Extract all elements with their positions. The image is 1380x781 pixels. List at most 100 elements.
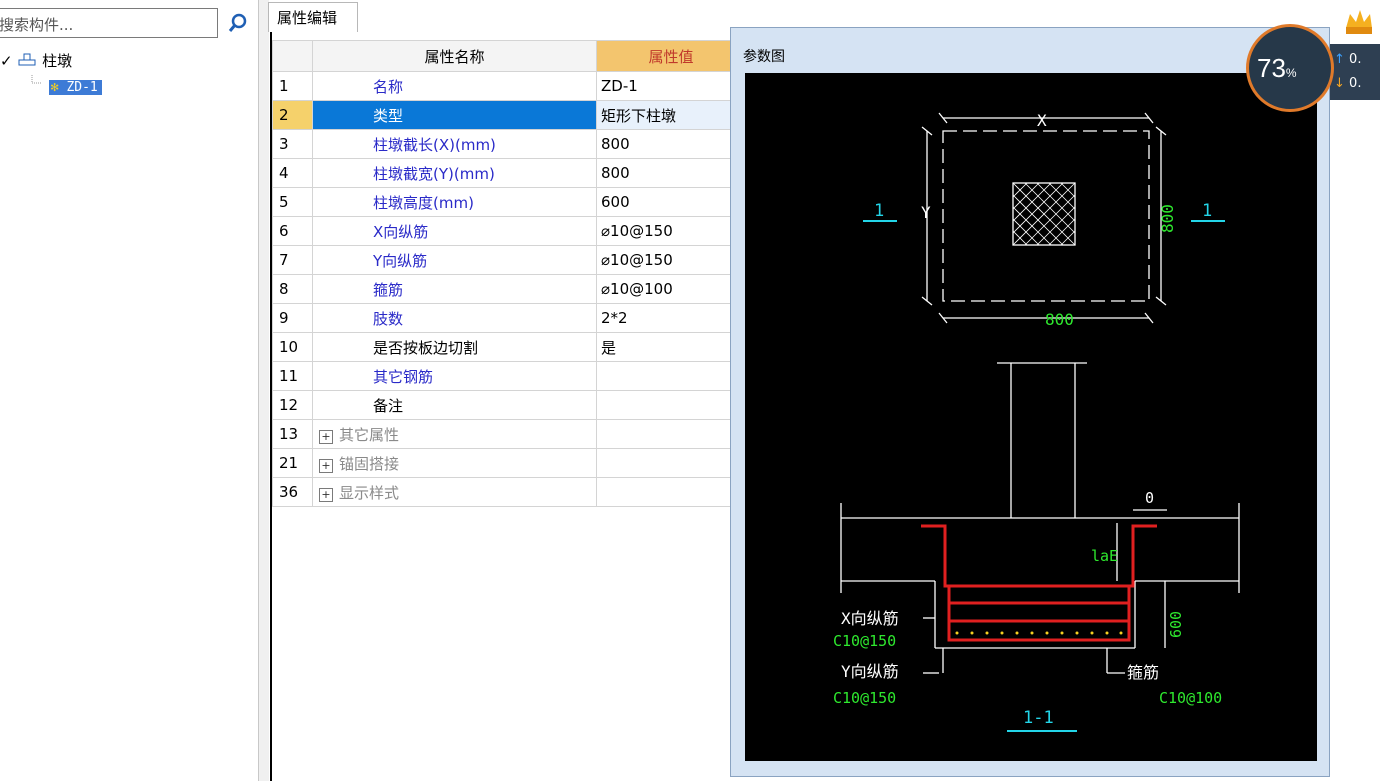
panel-divider[interactable] — [259, 0, 269, 781]
y-dim-label: Y — [921, 203, 931, 222]
expand-icon[interactable]: + — [319, 429, 333, 444]
table-row-group[interactable]: 21 + 锚固搭接 — [272, 448, 742, 478]
property-name: 柱墩截长(X)(mm) — [312, 129, 597, 159]
tree-item-root[interactable]: ✓ 柱墩 — [0, 50, 72, 71]
property-value[interactable] — [596, 361, 742, 391]
table-row-group[interactable]: 13+其它属性 — [272, 419, 742, 449]
section-mark-right: 1 — [1202, 201, 1212, 221]
section-title: 1-1 — [1023, 708, 1054, 728]
property-value[interactable]: 是 — [596, 332, 742, 362]
property-name: 其它钢筋 — [312, 361, 597, 391]
x-dim-label: X — [1037, 111, 1047, 130]
tree-item-zd1[interactable]: ✻ ZD-1 — [30, 75, 102, 95]
crown-icon — [1346, 10, 1372, 34]
zero-label: 0 — [1145, 489, 1154, 507]
grid-header-row: 属性名称 属性值 — [272, 40, 742, 72]
group-label: 显示样式 — [339, 483, 400, 502]
expand-icon[interactable]: + — [319, 458, 333, 473]
arrow-up-icon: ↑ — [1334, 52, 1345, 67]
row-index: 36 — [272, 477, 313, 507]
property-value — [596, 477, 742, 507]
column-hatch — [1012, 182, 1076, 246]
vip-crown-icon[interactable] — [1342, 6, 1376, 36]
speed-unit: % — [1285, 66, 1297, 80]
group-label: 锚固搭接 — [339, 454, 400, 473]
property-name: 箍筋 — [312, 274, 597, 304]
property-group[interactable]: + 其它属性 — [312, 419, 597, 449]
header-name: 属性名称 — [312, 40, 597, 72]
y-bar-value: C10@150 — [833, 689, 896, 707]
search-button[interactable] — [224, 9, 252, 37]
network-speed-box: ↑ 0. ↓ 0. — [1330, 44, 1380, 100]
x-bar-label: X向纵筋 — [841, 609, 899, 628]
pier-icon — [18, 53, 36, 66]
speed-ball[interactable]: 73% — [1246, 24, 1334, 112]
section-view — [840, 362, 1240, 674]
row-index: 12 — [272, 390, 313, 420]
header-value: 属性值 — [596, 40, 742, 72]
property-value[interactable] — [596, 390, 742, 420]
property-value[interactable]: 800 — [596, 129, 742, 159]
rebar-lines — [921, 524, 1157, 642]
row-index: 5 — [272, 187, 313, 217]
table-row-group[interactable]: 36 + 显示样式 — [272, 477, 742, 507]
property-value[interactable]: 2*2 — [596, 303, 742, 333]
expand-icon[interactable]: + — [319, 487, 333, 502]
stirrup-value: C10@100 — [1159, 689, 1222, 707]
property-name: 是否按板边切割 — [312, 332, 597, 362]
chevron-down-icon[interactable]: ✓ — [0, 52, 13, 70]
property-value[interactable]: ⌀10@150 — [596, 216, 742, 246]
pier-diagram: X Y 800 800 1 1 — [833, 111, 1240, 732]
row-index: 4 — [272, 158, 313, 188]
tab-property-edit[interactable]: 属性编辑 — [268, 2, 358, 32]
plan-outline — [942, 130, 1150, 302]
property-group[interactable]: + 锚固搭接 — [312, 448, 597, 478]
property-value[interactable]: ⌀10@100 — [596, 274, 742, 304]
row-index: 7 — [272, 245, 313, 275]
property-value[interactable]: ⌀10@150 — [596, 245, 742, 275]
upload-value: 0. — [1349, 52, 1362, 67]
height-label: 600 — [1167, 611, 1185, 638]
search-input[interactable]: 搜索构件... — [0, 8, 218, 38]
property-group[interactable]: + 显示样式 — [312, 477, 597, 507]
property-value — [596, 448, 742, 478]
parameter-diagram-dialog[interactable]: 参数图 — [730, 27, 1330, 777]
component-tree-panel: 搜索构件... ✓ 柱墩 ✻ ZD-1 — [0, 0, 259, 781]
download-speed: ↓ 0. — [1334, 76, 1361, 91]
property-value[interactable]: ZD-1 — [596, 71, 742, 101]
speed-value: 73% — [1257, 53, 1297, 84]
speed-number: 73 — [1257, 53, 1286, 83]
row-index: 21 — [272, 448, 313, 478]
gear-icon: ✻ — [50, 80, 59, 95]
tree-item-label: 柱墩 — [42, 52, 73, 70]
property-value[interactable]: 800 — [596, 158, 742, 188]
row-index: 10 — [272, 332, 313, 362]
property-name: X向纵筋 — [312, 216, 597, 246]
property-value[interactable]: 600 — [596, 187, 742, 217]
property-name: Y向纵筋 — [312, 245, 597, 275]
group-label: 其它属性 — [339, 425, 400, 444]
row-index: 2 — [272, 100, 313, 130]
lae-label: laE — [1091, 547, 1118, 565]
y-bar-label: Y向纵筋 — [841, 662, 899, 681]
property-name: 柱墩高度(mm) — [312, 187, 597, 217]
property-name: 柱墩截宽(Y)(mm) — [312, 158, 597, 188]
bar-dots — [955, 631, 1123, 635]
tree-line-icon — [31, 75, 42, 84]
property-value[interactable]: 矩形下柱墩 — [596, 100, 742, 130]
header-index-cell — [272, 40, 313, 72]
upload-speed: ↑ 0. — [1334, 52, 1361, 67]
stirrup-label: 箍筋 — [1127, 663, 1159, 682]
